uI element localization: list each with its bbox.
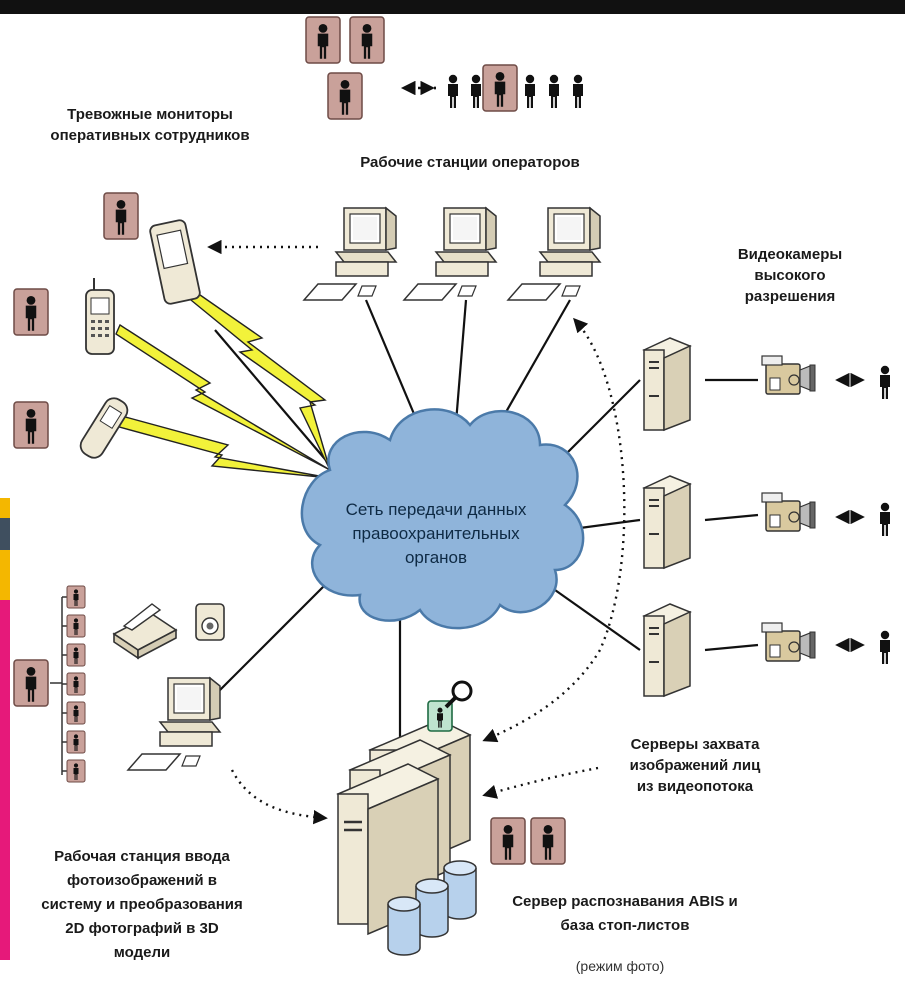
flip-phone-icon xyxy=(79,397,129,459)
capture-servers-line-2: изображений лиц xyxy=(629,757,761,774)
operator-people-row xyxy=(306,17,583,119)
network-label: Сеть передачи данных правоохранительных … xyxy=(316,498,556,570)
person-icon xyxy=(880,630,890,664)
scanner-icon xyxy=(112,603,178,660)
abis-server-line-1: Сервер распознавания ABIS и xyxy=(512,893,738,910)
left-slate-strip xyxy=(0,518,10,550)
photo-camera-icon xyxy=(195,603,225,641)
network-label-line-2: правоохранительных xyxy=(352,524,520,543)
abis-server-label: Сервер распознавания ABIS и база стоп-ли… xyxy=(490,890,760,938)
person-icon xyxy=(14,289,48,335)
left-yellow-strip-top xyxy=(0,498,10,518)
server-icon xyxy=(643,603,691,697)
video-camera-icon xyxy=(761,622,816,662)
mobile-devices xyxy=(14,193,201,459)
person-icon xyxy=(67,673,85,695)
pda-icon xyxy=(149,219,201,305)
capture-servers-label: Серверы захвата изображений лиц из видео… xyxy=(600,734,790,797)
capture-servers-line-3: из видеопотока xyxy=(636,778,754,795)
person-icon xyxy=(491,818,525,864)
abis-server xyxy=(336,680,565,956)
input-station-line-1: Рабочая станция ввода xyxy=(54,848,230,865)
abis-mode-label: (режим фото) xyxy=(575,958,665,974)
wireless-links xyxy=(110,286,331,479)
capture-servers xyxy=(643,337,691,697)
person-icon xyxy=(880,365,890,399)
hd-cameras-line-3: разрешения xyxy=(744,288,836,305)
person-icon xyxy=(880,502,890,536)
input-station-line-3: систему и преобразования xyxy=(41,896,243,913)
capture-servers-line-1: Серверы захвата xyxy=(630,736,760,753)
alarm-monitors-line-1: Тревожные мониторы xyxy=(67,106,233,123)
hd-cameras-label: Видеокамеры высокого разрешения xyxy=(700,244,880,307)
person-icon xyxy=(67,615,85,637)
hd-cameras-line-2: высокого xyxy=(754,267,826,284)
video-camera-icon xyxy=(761,355,816,395)
hd-cameras xyxy=(761,355,890,664)
alarm-monitors-label: Тревожные мониторы оперативных сотрудник… xyxy=(20,104,280,146)
server-icon xyxy=(643,475,691,569)
person-icon xyxy=(549,74,559,108)
person-icon xyxy=(531,818,565,864)
operator-stations-label: Рабочие станции операторов xyxy=(360,154,580,171)
person-icon xyxy=(525,74,535,108)
workstation-icon xyxy=(507,207,601,301)
person-icon xyxy=(448,74,458,108)
person-icon xyxy=(14,660,48,706)
input-station xyxy=(14,586,225,782)
input-station-line-5: модели xyxy=(113,944,171,961)
person-icon xyxy=(67,644,85,666)
person-icon xyxy=(573,74,583,108)
server-icon xyxy=(643,337,691,431)
person-icon xyxy=(306,17,340,63)
input-station-label: Рабочая станция ввода фотоизображений в … xyxy=(12,845,272,965)
network-label-line-1: Сеть передачи данных xyxy=(345,500,527,519)
person-icon xyxy=(67,760,85,782)
person-icon xyxy=(67,731,85,753)
person-icon xyxy=(350,17,384,63)
input-station-line-2: фотоизображений в xyxy=(67,872,217,889)
alarm-monitors-line-2: оперативных сотрудников xyxy=(50,127,250,144)
person-icon xyxy=(328,73,362,119)
mobile-phone-icon xyxy=(85,278,115,355)
person-icon xyxy=(67,702,85,724)
operator-workstations xyxy=(303,207,601,301)
hd-cameras-line-1: Видеокамеры xyxy=(737,246,843,263)
left-magenta-strip xyxy=(0,600,10,960)
abis-server-line-2: база стоп-листов xyxy=(560,917,690,934)
video-camera-icon xyxy=(761,492,816,532)
input-station-line-4: 2D фотографий в 3D xyxy=(65,920,219,937)
person-icon xyxy=(14,402,48,448)
database-cylinder-icon xyxy=(443,860,477,920)
person-icon xyxy=(471,74,481,108)
top-dark-bar xyxy=(0,0,905,14)
workstation-icon xyxy=(127,677,221,771)
person-icon xyxy=(67,586,85,608)
database-cylinder-icon xyxy=(415,878,449,938)
magnifier-icon xyxy=(427,680,473,732)
workstation-icon xyxy=(403,207,497,301)
person-icon xyxy=(104,193,138,239)
network-label-line-3: органов xyxy=(404,548,468,567)
person-icon xyxy=(483,65,517,111)
database-cylinder-icon xyxy=(387,896,421,956)
left-yellow-strip xyxy=(0,550,10,600)
workstation-icon xyxy=(303,207,397,301)
